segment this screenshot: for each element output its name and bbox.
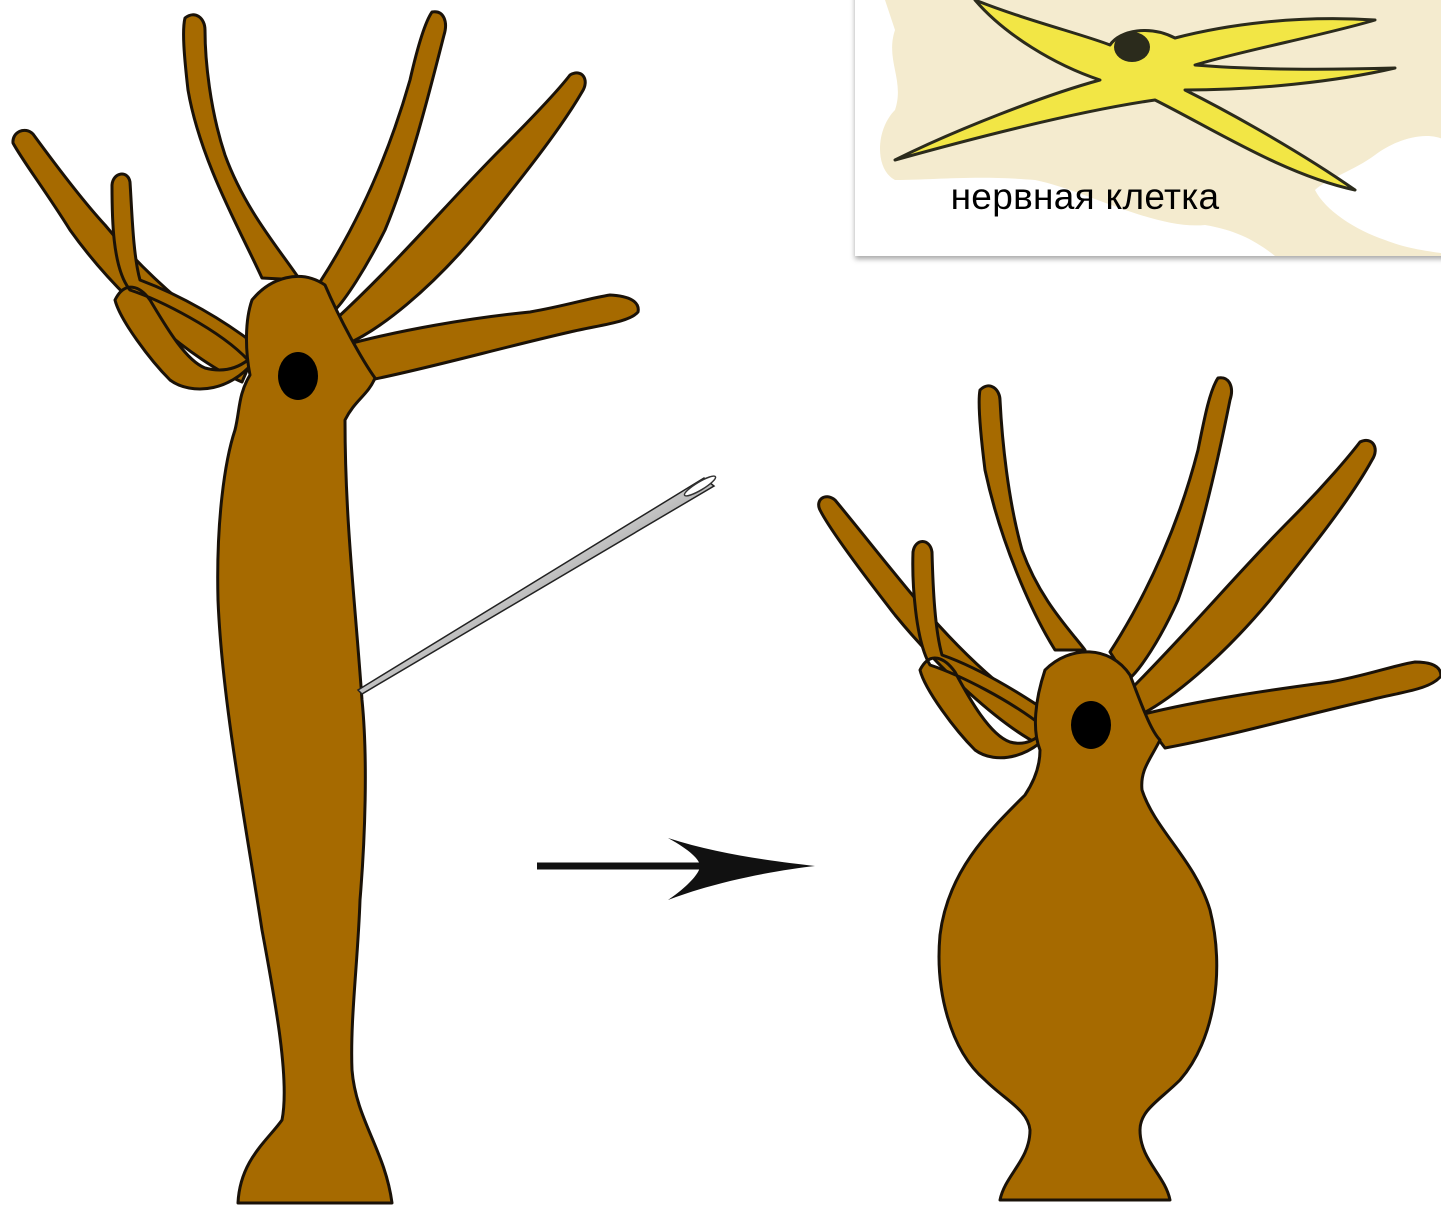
arrow-right-icon bbox=[537, 838, 815, 900]
hydra-normal bbox=[13, 12, 638, 1203]
tentacle bbox=[979, 386, 1085, 650]
needle-icon bbox=[358, 473, 717, 694]
hydra-mouth bbox=[278, 352, 318, 400]
hydra-body-long bbox=[218, 276, 392, 1203]
nerve-cell-nucleus bbox=[1114, 32, 1150, 62]
tentacle bbox=[184, 15, 300, 280]
hydra-mouth bbox=[1071, 701, 1111, 749]
nerve-cell-inset: нервная клетка bbox=[855, 0, 1441, 256]
nerve-cell-label: нервная клетка bbox=[855, 176, 1441, 218]
hydra-contracted bbox=[819, 378, 1441, 1200]
